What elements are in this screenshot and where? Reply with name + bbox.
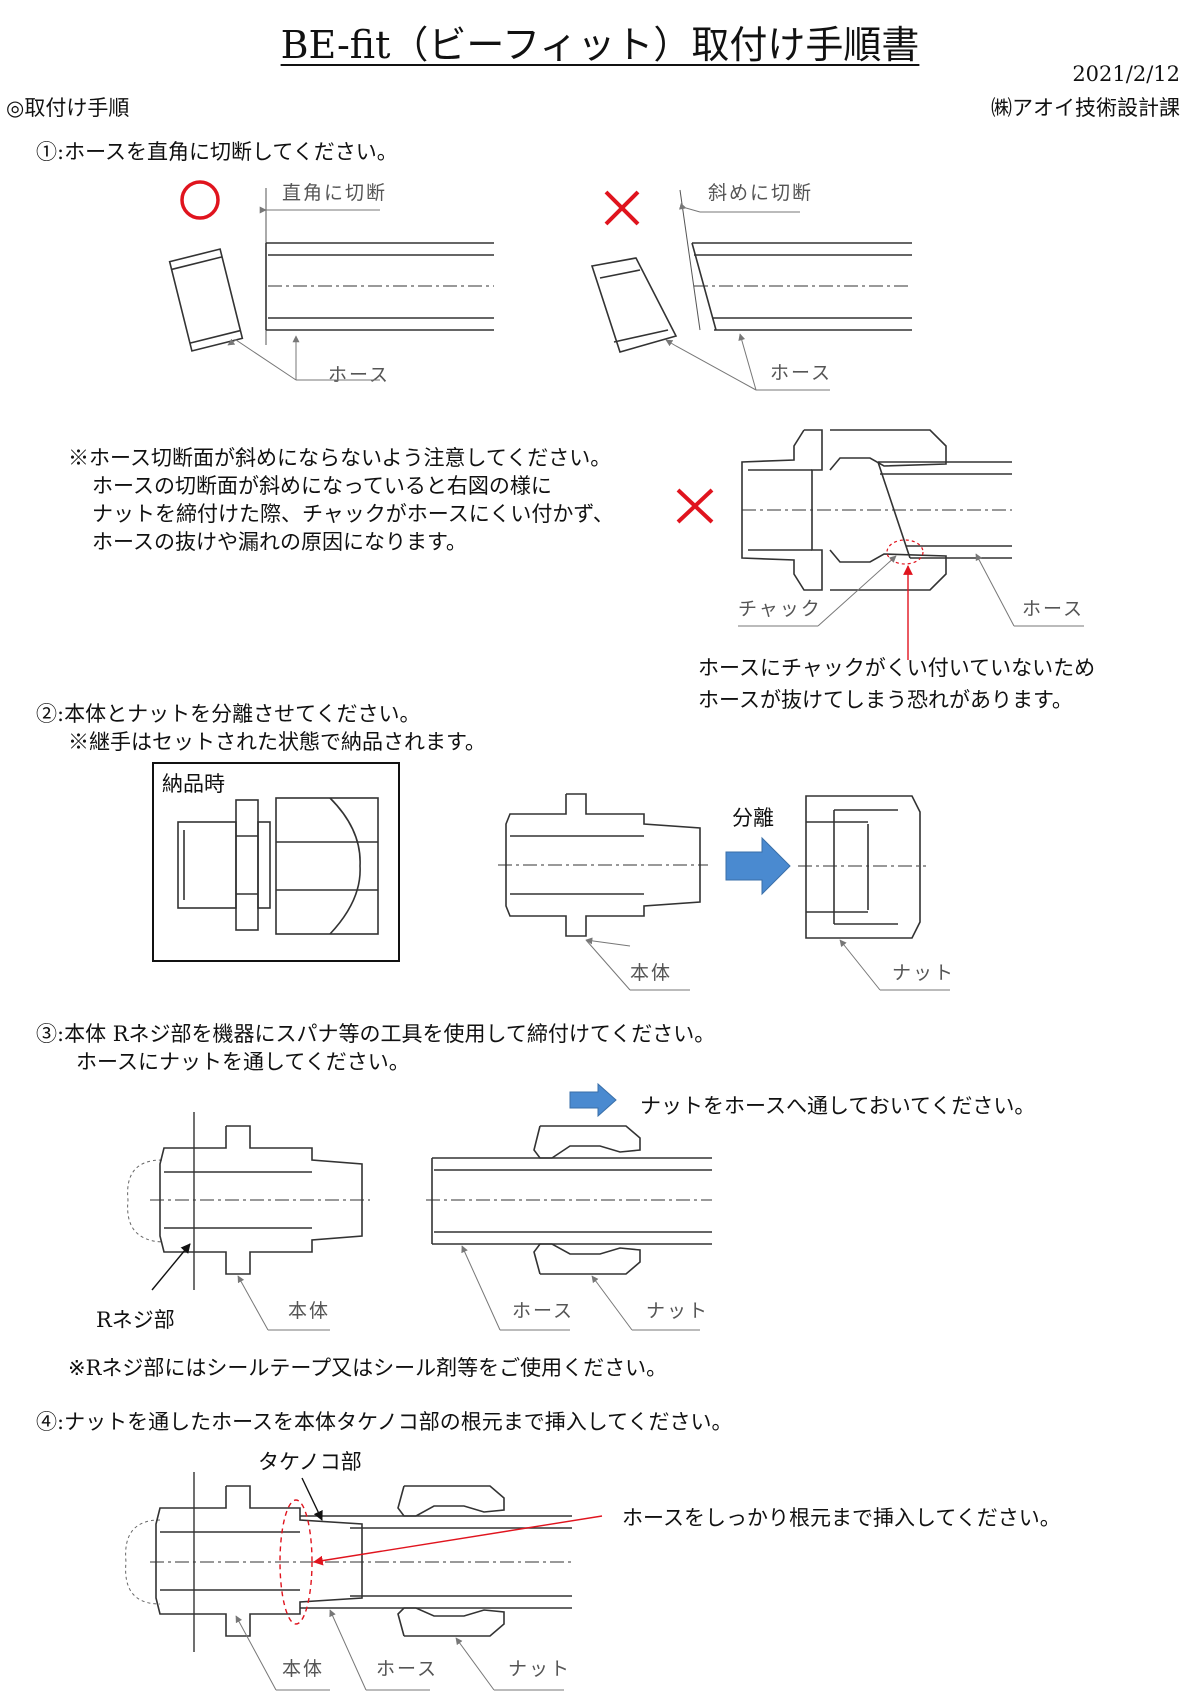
delivered-label: 納品時 (162, 772, 225, 796)
step4-insert-note: ホースをしっかり根元まで挿入してください。 (622, 1506, 1061, 1530)
separate-arrow-icon (725, 836, 791, 896)
step1-note-line-2: ホースの切断面が斜めになっていると右図の様に (92, 474, 552, 498)
bad-cross-icon-2 (676, 488, 714, 524)
step4-instruction: ④:ナットを通したホースを本体タケノコ部の根元まで挿入してください。 (36, 1410, 733, 1434)
step1-instruction: ①:ホースを直角に切断してください。 (36, 140, 398, 164)
oblique-cut-diagram (590, 189, 912, 391)
warning-line-1: ホースにチャックがくい付いていないため (698, 656, 1096, 680)
step3-instruction: ③:本体 Rネジ部を機器にスパナ等の工具を使用して締付けてください。 (36, 1022, 716, 1046)
label-hose-step3: ホース (512, 1300, 575, 1322)
step3-note: ※Rネジ部にはシールテープ又はシール剤等をご使用ください。 (68, 1356, 668, 1380)
label-body-step3: 本体 (288, 1300, 331, 1322)
step1-note-line-4: ホースの抜けや漏れの原因になります。 (92, 530, 467, 554)
square-cut-diagram (168, 180, 494, 381)
step4-drawing (125, 1472, 603, 1691)
pass-nut-arrow-icon (569, 1082, 617, 1118)
step3-arrow-note: ナットをホースへ通しておいてください。 (640, 1094, 1036, 1118)
document-date: 2021/2/12 (1072, 62, 1180, 86)
label-barb: タケノコ部 (258, 1450, 362, 1474)
separated-parts-drawing (498, 793, 950, 991)
warning-line-2: ホースが抜けてしまう恐れがあります。 (698, 688, 1073, 712)
step2-instruction: ②:本体とナットを分離させてください。 (36, 702, 421, 726)
step2-subtext: ※継手はセットされた状態で納品されます。 (68, 730, 486, 754)
label-nut-step2: ナット (892, 962, 956, 984)
label-chuck: チャック (738, 598, 822, 620)
label-r-thread: Rネジ部 (96, 1308, 175, 1332)
company-name: ㈱アオイ技術設計課 (991, 96, 1180, 120)
label-hose-bad: ホース (770, 362, 833, 384)
good-circle-icon (180, 180, 220, 220)
delivered-state-frame (152, 762, 400, 962)
label-hose-detail: ホース (1022, 598, 1085, 620)
delivered-assembly-drawing (177, 797, 379, 935)
label-body-step4: 本体 (282, 1658, 325, 1680)
step1-note-line-1: ※ホース切断面が斜めにならないよう注意してください。 (68, 446, 612, 470)
label-nut-step4: ナット (508, 1658, 572, 1680)
label-body-step2: 本体 (630, 962, 673, 984)
chuck-failure-diagram (676, 429, 1084, 660)
separate-label: 分離 (732, 806, 774, 830)
label-nut-step3: ナット (646, 1300, 710, 1322)
step1-note-line-3: ナットを締付けた際、チャックがホースにくい付かず、 (92, 502, 614, 526)
page-title: BE-fit（ビーフィット）取付け手順書 (280, 23, 920, 67)
step3-drawing (127, 1082, 712, 1331)
step3-subtext: ホースにナットを通してください。 (76, 1050, 410, 1074)
bad-cross-icon (604, 190, 640, 226)
section-heading: ◎取付け手順 (6, 96, 130, 120)
label-hose-step4: ホース (376, 1658, 439, 1680)
label-square-cut: 直角に切断 (282, 182, 388, 204)
label-oblique-cut: 斜めに切断 (708, 182, 814, 204)
